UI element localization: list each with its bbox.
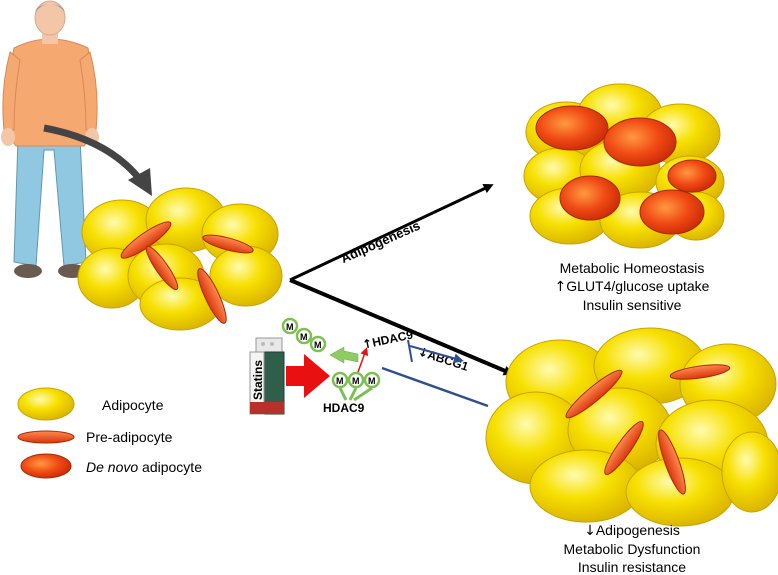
legend-de-novo-label: De novo adipocyte: [86, 459, 202, 475]
legend-adipocyte-swatch: [17, 387, 75, 421]
inhibit-tick: [407, 339, 413, 363]
curved-arrow-icon: [43, 124, 145, 185]
center-adipocyte-cluster: [77, 187, 283, 331]
legend-adipocyte-label: Adipocyte: [102, 397, 164, 413]
legend-de-novo-swatch: [20, 453, 72, 479]
abcg1-label: ↓ABCG1: [416, 344, 470, 374]
m-ball-label: M: [352, 376, 360, 386]
hdac9-up-label: ↑HDAC9: [361, 327, 415, 351]
m-ball-label: M: [336, 376, 344, 386]
legend: [17, 387, 75, 479]
bottom-outcome-line2: Metabolic Dysfunction: [563, 541, 701, 557]
m-ball-label: M: [314, 340, 322, 350]
top-outcome-line2: ↑GLUT4/glucose uptake: [554, 278, 710, 295]
statin-pill-box: Statins: [249, 337, 285, 415]
m-ball-label: M: [368, 376, 376, 386]
blue-upper-arrow: [409, 345, 464, 364]
free-m-balls: M M M: [281, 317, 327, 353]
legend-pre-adipocyte-label: Pre-adipocyte: [86, 429, 173, 445]
hdac9-complex-label: HDAC9: [323, 401, 365, 415]
dysfunctional-adipocyte-cluster: [485, 327, 778, 527]
person-figure: [1, 0, 99, 278]
hdac9-complex: M M M HDAC9: [323, 371, 381, 415]
red-up-arrow: [357, 347, 369, 373]
adipogenesis-arrow: [289, 184, 494, 282]
bottom-outcome-text: ↓Adipogenesis Metabolic Dysfunction Insu…: [532, 521, 732, 575]
blue-inhibit-line: [381, 366, 489, 408]
top-outcome-line1: Metabolic Homeostasis: [559, 260, 705, 276]
impaired-arrow: [289, 278, 514, 376]
top-outcome-line3: Insulin sensitive: [582, 297, 682, 313]
legend-pre-adipocyte-swatch: [17, 430, 75, 444]
top-outcome-text: Metabolic Homeostasis ↑GLUT4/glucose upt…: [532, 259, 732, 314]
adipogenesis-label: Adipogenesis: [338, 218, 422, 266]
m-ball-label: M: [300, 332, 308, 342]
statins-label: Statins: [251, 360, 265, 400]
red-statin-arrow: [286, 354, 330, 398]
bottom-outcome-line1: ↓Adipogenesis: [584, 522, 680, 539]
bottom-outcome-line3: Insulin resistance: [577, 559, 687, 575]
healthy-adipocyte-cluster: [523, 83, 725, 249]
green-release-arrow: [329, 346, 359, 364]
m-ball-label: M: [286, 322, 294, 332]
